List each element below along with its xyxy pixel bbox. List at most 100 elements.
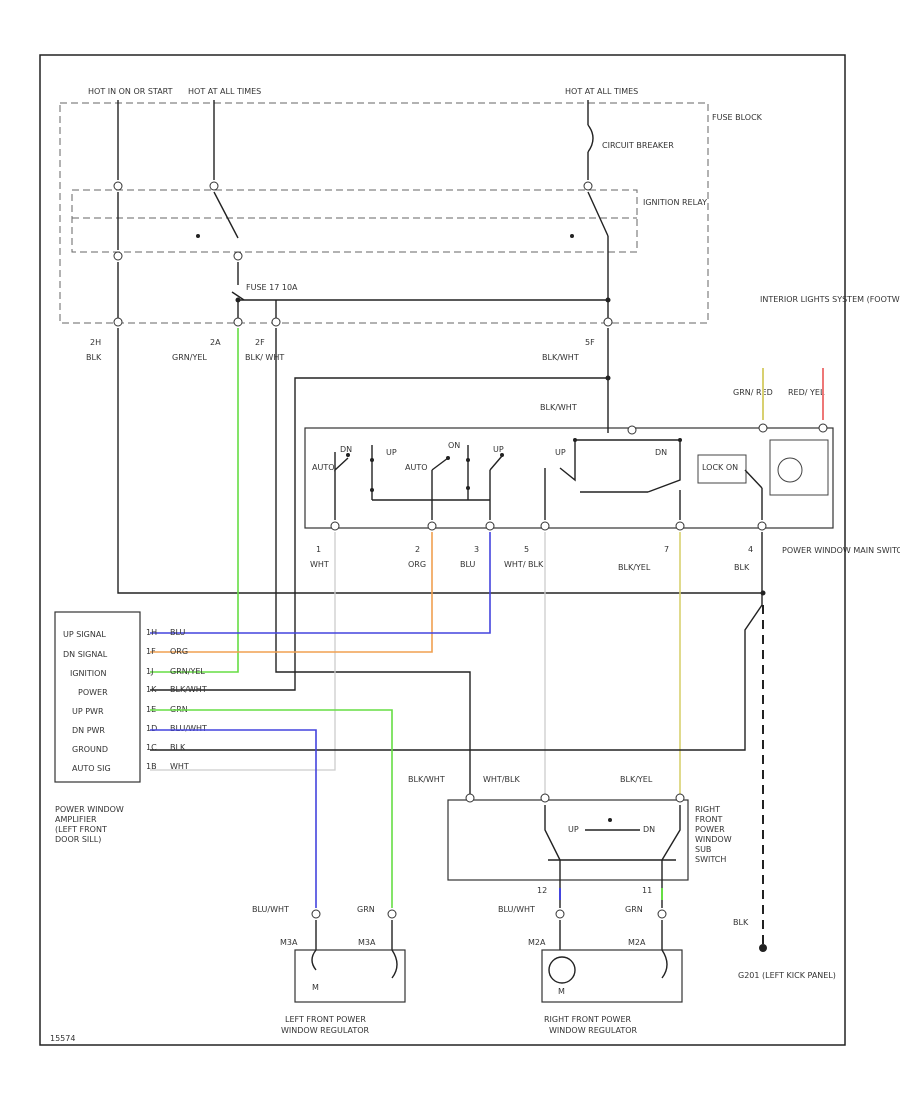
wire-grn-up-pwr <box>150 709 393 908</box>
sub-switch-label-5: SUB <box>695 845 711 854</box>
amp-pin-5: 1D <box>146 724 157 733</box>
ignition-relay-label: IGNITION RELAY <box>643 198 707 207</box>
right-reg-c1: M2A <box>528 938 546 947</box>
amp-row-4: UP PWR <box>72 707 104 716</box>
amp-row-2: IGNITION <box>70 669 106 678</box>
sw-auto: AUTO <box>312 463 335 472</box>
ignition-relay-outline <box>71 189 638 253</box>
circuit-breaker-label: CIRCUIT BREAKER <box>602 141 674 150</box>
right-reg-motor: M <box>558 987 565 996</box>
wire-wht-pin1 <box>150 532 336 771</box>
amp-row-6: GROUND <box>72 745 108 754</box>
sw-auto2: AUTO <box>405 463 428 472</box>
diagram-frame <box>39 54 846 1046</box>
sub-switch-label: RIGHT <box>695 805 720 814</box>
sub-sw-dn: DN <box>643 825 655 834</box>
right-reg-wire-1: BLU/WHT <box>498 905 535 914</box>
amp-row-7: AUTO SIG <box>72 764 111 773</box>
fuse-label: FUSE 17 10A <box>246 283 298 292</box>
wire-grn-yel <box>150 328 239 673</box>
fuse-pin-2a-wire: GRN/YEL <box>172 353 207 362</box>
interior-lights: INTERIOR LIGHTS SYSTEM (FOOTWELL RED) GR… <box>733 295 900 433</box>
sw-on: ON <box>448 441 460 450</box>
wire-blu-pin3 <box>150 532 491 634</box>
right-regulator-outline <box>541 949 683 1003</box>
right-regulator: 12 11 BLU/WHT GRN M2A M2A M RIGHT FRONT … <box>498 886 683 1035</box>
ms-pin-5-wire: WHT/ BLK <box>504 560 544 569</box>
sub-wire-1: BLK/WHT <box>408 775 445 784</box>
ms-pin-1: 1 <box>316 545 321 554</box>
power-source-run-start: HOT IN ON OR START <box>88 87 173 96</box>
right-reg-pin-2: 11 <box>642 886 652 895</box>
left-reg-label-2: WINDOW REGULATOR <box>281 1026 370 1035</box>
ms-pin-3-wire: BLU <box>460 560 476 569</box>
ms-pin-3: 3 <box>474 545 479 554</box>
amp-pin-6: 1C <box>146 743 157 752</box>
right-reg-label-2: WINDOW REGULATOR <box>549 1026 638 1035</box>
sub-wire-2: WHT/BLK <box>483 775 520 784</box>
sub-switch-label-6: SWITCH <box>695 855 726 864</box>
ms-pin-4-wire: BLK <box>734 563 750 572</box>
left-reg-wire-2: GRN <box>357 905 375 914</box>
power-source-all-times-2: HOT AT ALL TIMES <box>565 87 638 96</box>
sub-switch-label-3: POWER <box>695 825 725 834</box>
amp-wire-0: BLU <box>170 628 186 637</box>
wire-blk-2h <box>117 328 763 594</box>
illumination-lamp <box>777 457 803 483</box>
amplifier-label-1: POWER WINDOW <box>55 805 124 814</box>
ms-pin-2: 2 <box>415 545 420 554</box>
left-reg-c2: M3A <box>358 938 376 947</box>
main-switch-pins: 1 WHT 2 ORG 3 BLU 5 WHT/ BLK 7 BLK/YEL 4… <box>310 545 753 572</box>
sub-switch-label-2: FRONT <box>695 815 722 824</box>
sw-up2: UP <box>493 445 504 454</box>
right-reg-c2: M2A <box>628 938 646 947</box>
interior-lights-label: INTERIOR LIGHTS SYSTEM (FOOTWELL RED) <box>760 295 900 304</box>
interior-wire-1: GRN/ RED <box>733 388 773 397</box>
amp-wire-3: BLK/WHT <box>170 685 207 694</box>
fuse-pin-2h-wire: BLK <box>86 353 102 362</box>
ms-pin-5: 5 <box>524 545 529 554</box>
amp-pin-1: 1F <box>146 647 156 656</box>
fuse-pin-2f: 2F <box>255 338 265 347</box>
sub-switch-outline <box>447 799 689 881</box>
wire-blu-wht-dn-pwr <box>150 729 317 908</box>
left-reg-motor: M <box>312 983 319 992</box>
ms-pin-4: 4 <box>748 545 753 554</box>
left-regulator-outline <box>294 949 406 1003</box>
amp-pin-7: 1B <box>146 762 157 771</box>
wire-blk-wht-loop <box>150 377 608 691</box>
fuse-block: FUSE BLOCK CIRCUIT BREAKER IGNITION RELA… <box>59 102 763 324</box>
fuse-block-outline <box>59 102 709 324</box>
fuse-block-label: FUSE BLOCK <box>712 113 763 122</box>
sw-dn: DN <box>340 445 352 454</box>
amplifier-label-2: AMPLIFIER <box>55 815 97 824</box>
main-switch-outline <box>304 427 834 529</box>
fuse-pin-5f: 5F <box>585 338 595 347</box>
main-switch-label: POWER WINDOW MAIN SWITCH <box>782 546 900 555</box>
fuse-pin-5f-wire: BLK/WHT <box>542 353 579 362</box>
main-switch: POWER WINDOW MAIN SWITCH LOCK ON <box>304 420 900 555</box>
sub-sw-up: UP <box>568 825 579 834</box>
ms-pin-2-wire: ORG <box>408 560 426 569</box>
right-reg-wire-2: GRN <box>625 905 643 914</box>
ground-wire-label: BLK <box>733 918 749 927</box>
left-reg-c1: M3A <box>280 938 298 947</box>
amp-pin-2: 1J <box>146 667 153 676</box>
amp-wire-2: GRN/YEL <box>170 667 205 676</box>
lock-switch-box <box>697 454 747 484</box>
wire-blk-wht-2f <box>275 328 471 795</box>
right-reg-motor-symbol <box>548 956 576 984</box>
wire-org-pin2 <box>150 532 433 653</box>
sub-switch-label-4: WINDOW <box>695 835 732 844</box>
ms-pin-7-wire: BLK/YEL <box>618 563 651 572</box>
footer-code: 15574 <box>50 1034 75 1043</box>
left-regulator: BLU/WHT GRN M3A M3A M LEFT FRONT POWER W… <box>252 905 406 1035</box>
wire-blk-pin4 <box>150 532 763 751</box>
amp-wire-5: BLU/WHT <box>170 724 207 733</box>
amplifier-label-4: DOOR SILL) <box>55 835 101 844</box>
amp-row-1: DN SIGNAL <box>63 650 108 659</box>
ms-pin-7: 7 <box>664 545 669 554</box>
amp-wire-7: WHT <box>170 762 189 771</box>
power-source-all-times-1: HOT AT ALL TIMES <box>188 87 261 96</box>
